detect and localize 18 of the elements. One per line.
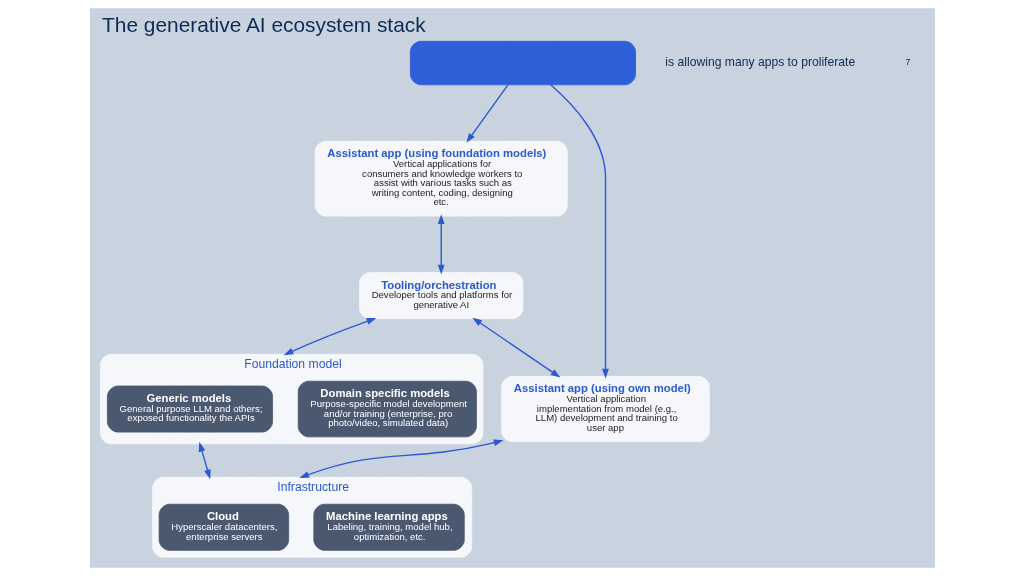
arrow — [465, 84, 509, 143]
arrow — [283, 317, 376, 356]
arrow — [471, 317, 560, 378]
node-box: Tooling/orchestration Developer tools and platforms for generative AI — [358, 272, 523, 320]
node-box: Machine learning apps Labeling, training, model hub, optimization, etc. — [312, 503, 465, 551]
node-box: Generic models General purpose LLM and others; exposed functionality the APIs — [106, 385, 273, 433]
node-box: Domain specific models Purpose-specific model development and/or training (enterprise, pro photo/video, simulated data) — [297, 380, 477, 438]
label: 7 — [905, 57, 910, 68]
arrow — [549, 84, 609, 379]
node-box: Assistant app (using own model) Vertical application implementation from model (e.g., LLM) development and training to user app — [500, 376, 710, 443]
arrow — [198, 441, 211, 480]
node-box: Assistant app (using foundation models) Vertical applications for consumers and knowledge workers to assist with various tasks such as writing content, coding, designing etc. — [314, 140, 568, 217]
diagram-title: The generative AI ecosystem stack — [101, 12, 426, 36]
node-box: Cloud Hyperscaler datacenters, enterprise servers — [158, 503, 289, 551]
arrow — [298, 439, 504, 479]
node-box — [409, 40, 636, 86]
label: is allowing many apps to proliferate — [664, 55, 855, 70]
arrow — [437, 214, 445, 275]
